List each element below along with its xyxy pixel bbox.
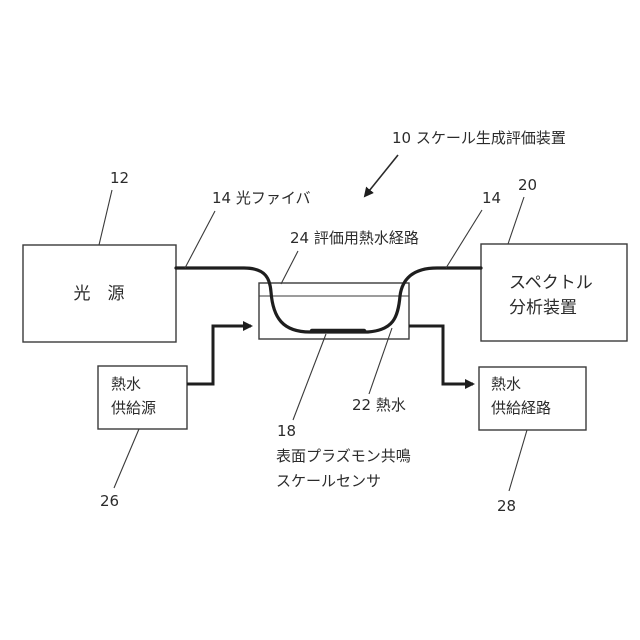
drain-flow-arrow [409,326,473,384]
hotwater-supply-label-2: 供給源 [111,399,156,417]
light-source-ref: 12 [110,169,129,187]
hotwater-supply-label-1: 熱水 [111,375,141,393]
sensor-ref: 18 [277,422,296,440]
hotwater-drain-label-1: 熱水 [491,375,521,393]
spectrum-analyzer-leader [508,197,524,244]
light-source-label: 光 源 [74,284,125,304]
sensor-label-1: 表面プラズモン共鳴 [276,447,411,465]
spectrum-analyzer-label-1: スペクトル [509,273,593,293]
hotwater-drain-ref: 28 [497,497,516,515]
system-pointer-arrow [365,155,398,196]
channel-label: 24 評価用熱水経路 [290,229,419,247]
fiber-right-leader [446,210,482,268]
hotwater-drain-leader [509,430,527,491]
fiber-left-label: 14 光ファイバ [212,189,311,207]
hotwater-label: 22 熱水 [352,396,406,414]
fiber-left-leader [185,211,215,268]
channel-leader [281,251,298,284]
sensor-label-2: スケールセンサ [276,472,381,490]
supply-flow-arrow [187,326,251,384]
system-label: 10 スケール生成評価装置 [392,129,566,147]
spectrum-analyzer-ref: 20 [518,176,537,194]
fiber-right-ref: 14 [482,189,501,207]
hotwater-supply-leader [114,429,139,488]
light-source-leader [99,190,112,245]
sensor-leader [293,334,326,420]
hotwater-drain-label-2: 供給経路 [491,399,551,417]
hotwater-supply-ref: 26 [100,492,119,510]
spectrum-analyzer-label-2: 分析装置 [509,298,577,318]
